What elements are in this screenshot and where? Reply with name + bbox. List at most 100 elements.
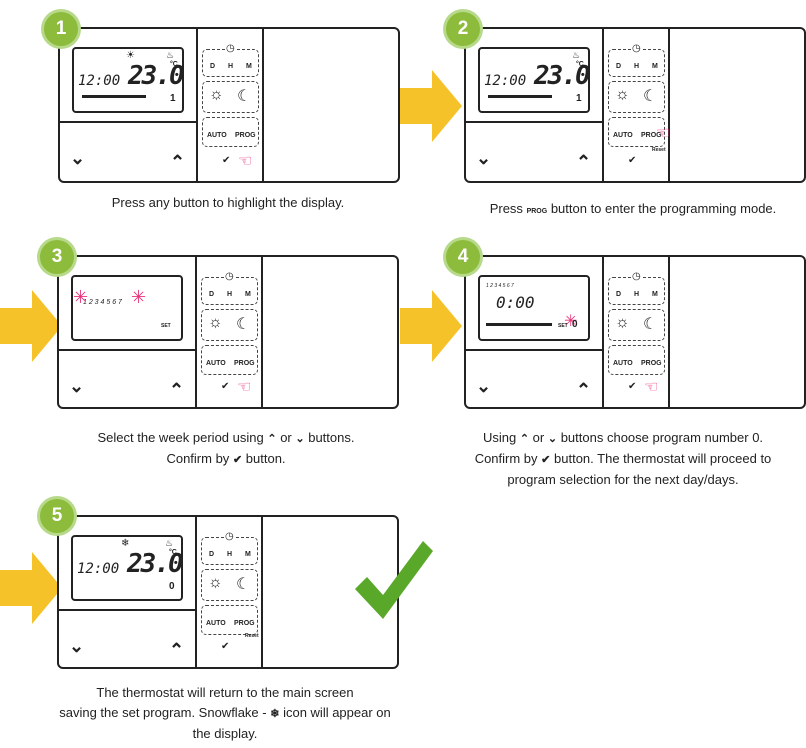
prog-button[interactable]: PROG xyxy=(234,620,255,627)
prog-button[interactable]: PROG xyxy=(235,132,256,139)
highlight-burst: ✳ xyxy=(131,287,147,307)
sun-icon[interactable]: ☼ xyxy=(615,314,630,331)
d-button[interactable]: D xyxy=(616,291,622,298)
lcd-program-time: 0:00 xyxy=(496,293,535,312)
sun-icon[interactable]: ☼ xyxy=(209,86,224,103)
step-badge: 3 xyxy=(40,240,74,274)
arrow-right-icon xyxy=(400,290,462,362)
button-panel: ◷ D H M ☼ ☾ AUTO PROG ✔ Reset xyxy=(197,517,263,667)
chevron-down-icon[interactable]: ⌄ xyxy=(70,148,86,168)
h-button[interactable]: H xyxy=(227,291,233,298)
chevron-down-icon[interactable]: ⌄ xyxy=(69,376,85,396)
chevron-up-icon[interactable]: ⌃ xyxy=(170,152,186,172)
sun-moon-button-group[interactable]: ☼ ☾ xyxy=(608,81,665,113)
moon-icon[interactable]: ☾ xyxy=(643,316,658,333)
button-panel: ◷ D H M ☼ ☾ AUTO PROG ☜ ✔ Reset xyxy=(604,29,670,181)
dhm-button-group[interactable]: ◷ D H M xyxy=(201,271,258,305)
m-button[interactable]: M xyxy=(652,63,658,70)
highlight-burst: ✳ xyxy=(564,313,578,330)
caption-text: program selection for the next day/days. xyxy=(507,472,739,487)
d-button[interactable]: D xyxy=(616,63,622,70)
sun-moon-button-group[interactable]: ☼ ☾ xyxy=(201,569,258,601)
chevron-up-icon[interactable]: ⌃ xyxy=(169,380,185,400)
chevron-down-icon[interactable]: ⌄ xyxy=(69,636,85,656)
m-button[interactable]: M xyxy=(245,551,251,558)
cover-panel xyxy=(670,29,804,181)
sun-moon-button-group[interactable]: ☼ ☾ xyxy=(202,81,259,113)
auto-prog-button-group[interactable]: AUTO PROG xyxy=(201,605,258,635)
step-caption: The thermostat will return to the main s… xyxy=(40,683,410,744)
display-panel: ☀ ♨ 12:00 23.0 °C 1 ⌄ ⌃ xyxy=(60,29,198,181)
step-caption: Press any button to highlight the displa… xyxy=(60,193,396,213)
arrow-right-icon xyxy=(400,70,462,142)
lcd-day: 1 xyxy=(576,93,582,104)
clock-icon: ◷ xyxy=(632,271,641,282)
step-badge: 1 xyxy=(44,12,78,46)
h-button[interactable]: H xyxy=(228,63,234,70)
m-button[interactable]: M xyxy=(246,63,252,70)
cover-panel xyxy=(263,257,397,407)
dhm-button-group[interactable]: ◷ D H M xyxy=(202,43,259,77)
auto-prog-button-group[interactable]: AUTO PROG xyxy=(202,117,259,147)
check-icon: ✔ xyxy=(232,454,243,466)
check-icon[interactable]: ✔ xyxy=(628,381,637,392)
caption-text: The thermostat will return to the main s… xyxy=(96,685,354,700)
chevron-down-icon[interactable]: ⌄ xyxy=(476,148,492,168)
prog-button[interactable]: PROG xyxy=(641,360,662,367)
caption-text: Using xyxy=(482,430,517,445)
dhm-button-group[interactable]: ◷ D H M xyxy=(608,271,665,305)
chevron-up-icon[interactable]: ⌃ xyxy=(576,380,592,400)
h-button[interactable]: H xyxy=(634,291,640,298)
reset-button[interactable]: Reset xyxy=(245,633,259,639)
sun-icon[interactable]: ☼ xyxy=(208,314,223,331)
m-button[interactable]: M xyxy=(652,291,658,298)
check-icon[interactable]: ✔ xyxy=(221,381,230,392)
lcd-unit: °C xyxy=(576,61,584,68)
check-icon[interactable]: ✔ xyxy=(221,641,230,652)
h-button[interactable]: H xyxy=(227,551,233,558)
success-check-icon xyxy=(355,541,433,619)
sun-icon[interactable]: ☼ xyxy=(615,86,630,103)
d-button[interactable]: D xyxy=(209,551,215,558)
moon-icon[interactable]: ☾ xyxy=(236,576,251,593)
cover-panel xyxy=(264,29,398,181)
auto-prog-button-group[interactable]: AUTO PROG xyxy=(608,345,665,375)
dhm-button-group[interactable]: ◷ D H M xyxy=(608,43,665,77)
lcd-screen: 1 2 3 4 5 6 7 ✳ ✳ SET xyxy=(71,275,183,341)
panel-divider xyxy=(60,121,196,123)
clock-icon: ◷ xyxy=(226,43,235,54)
auto-button[interactable]: AUTO xyxy=(207,132,227,139)
moon-icon[interactable]: ☾ xyxy=(643,88,658,105)
reset-button[interactable]: Reset xyxy=(652,147,666,153)
d-button[interactable]: D xyxy=(209,291,215,298)
thermostat-device: ❄ ♨ 12:00 23.0 °C 0 ⌄ ⌃ ◷ D H M ☼ ☾ xyxy=(57,515,433,669)
sun-moon-button-group[interactable]: ☼ ☾ xyxy=(608,309,665,341)
chevron-up-icon[interactable]: ⌃ xyxy=(576,152,592,172)
auto-prog-button-group[interactable]: AUTO PROG xyxy=(608,117,665,147)
check-icon[interactable]: ✔ xyxy=(628,155,637,166)
m-button[interactable]: M xyxy=(245,291,251,298)
prog-button[interactable]: PROG xyxy=(234,360,255,367)
sun-moon-button-group[interactable]: ☼ ☾ xyxy=(201,309,258,341)
check-icon[interactable]: ✔ xyxy=(222,155,231,166)
dhm-button-group[interactable]: ◷ D H M xyxy=(201,531,258,565)
chevron-down-icon: ⌄ xyxy=(547,433,558,445)
chevron-down-icon[interactable]: ⌄ xyxy=(476,376,492,396)
auto-button[interactable]: AUTO xyxy=(206,360,226,367)
auto-prog-button-group[interactable]: AUTO PROG xyxy=(201,345,258,375)
auto-button[interactable]: AUTO xyxy=(613,360,633,367)
auto-button[interactable]: AUTO xyxy=(613,132,633,139)
panel-divider xyxy=(466,349,602,351)
moon-icon[interactable]: ☾ xyxy=(236,316,251,333)
moon-icon[interactable]: ☾ xyxy=(237,88,252,105)
d-button[interactable]: D xyxy=(210,63,216,70)
h-button[interactable]: H xyxy=(634,63,640,70)
step-1: 1 ☀ ♨ 12:00 23.0 °C 1 ⌄ ⌃ ◷ D H M xyxy=(0,0,400,230)
prog-button[interactable]: PROG xyxy=(641,132,662,139)
sun-icon[interactable]: ☼ xyxy=(208,574,223,591)
chevron-down-icon: ⌄ xyxy=(295,433,305,445)
auto-button[interactable]: AUTO xyxy=(206,620,226,627)
chevron-up-icon[interactable]: ⌃ xyxy=(169,640,185,660)
step-badge: 5 xyxy=(40,499,74,533)
clock-icon: ◷ xyxy=(225,271,234,282)
